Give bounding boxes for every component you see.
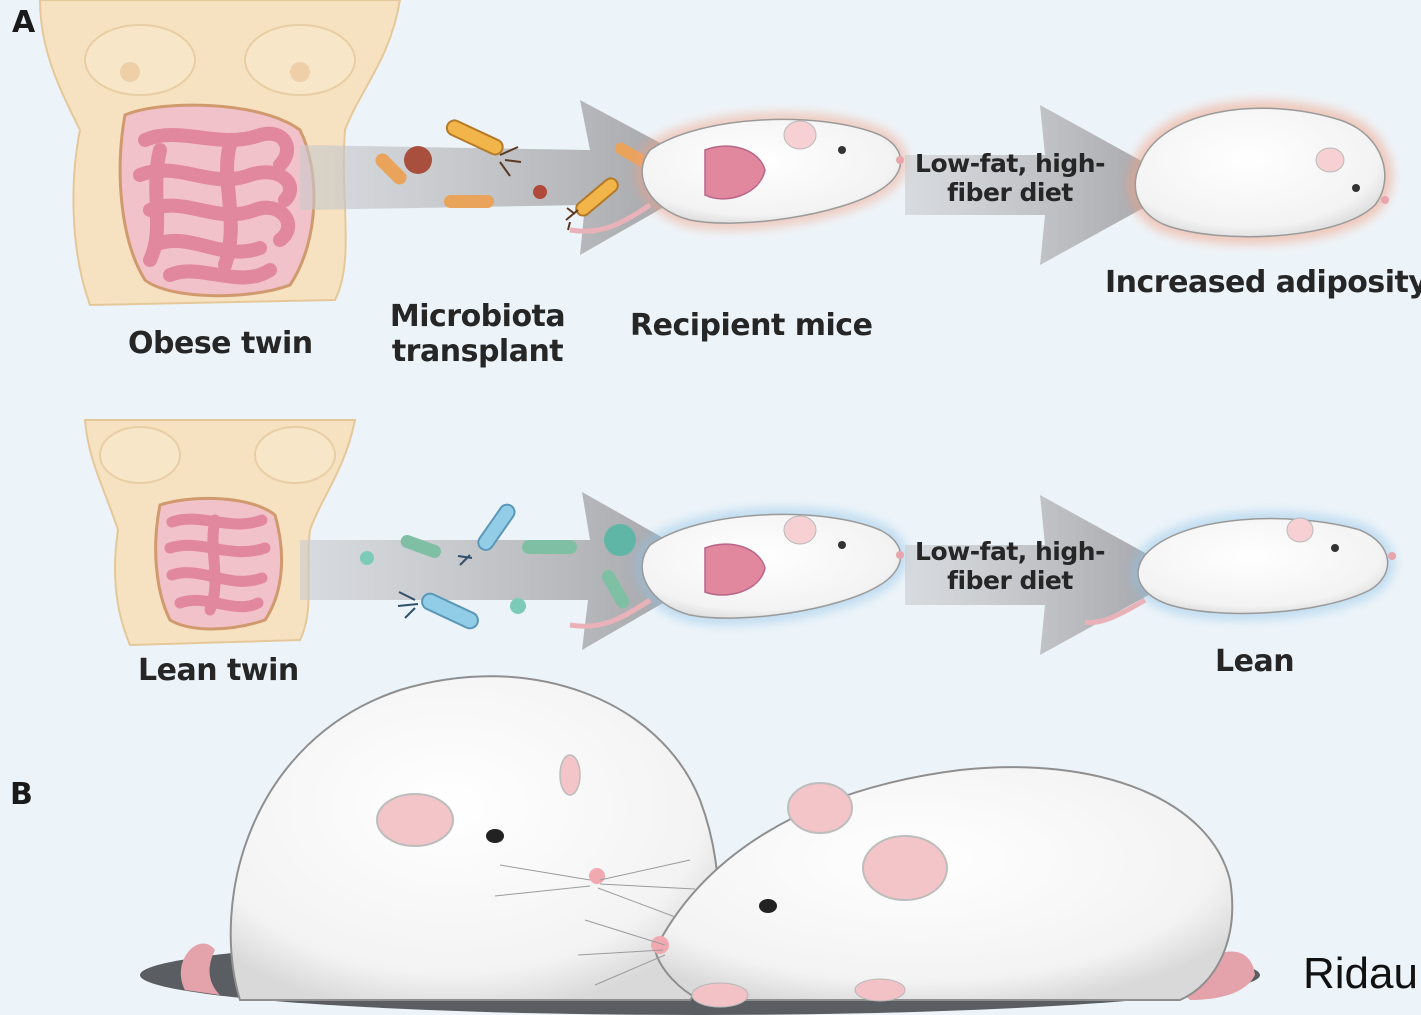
lean-diet-label: Low-fat, high-fiber diet (905, 538, 1115, 596)
obese-diet-label: Low-fat, high-fiber diet (905, 150, 1115, 208)
panel-b-mice-illustration (140, 676, 1260, 1015)
obese-twin-intestine (120, 105, 314, 296)
panel-a-letter: A (12, 6, 35, 41)
citation-text: Ridau (1303, 949, 1421, 999)
recipient-mice-label: Recipient mice (630, 309, 872, 344)
obese-twin-label: Obese twin (128, 327, 313, 362)
lean-twin-label: Lean twin (138, 654, 299, 689)
increased-adiposity-label: Increased adiposity (1105, 266, 1421, 301)
lean-outcome-label: Lean (1215, 645, 1294, 680)
lean-twin-intestine (156, 498, 282, 629)
obese-outcome-mouse (1135, 108, 1389, 236)
microbiota-transplant-label: Microbiota transplant (385, 300, 570, 369)
panel-b-letter: B (10, 778, 32, 813)
